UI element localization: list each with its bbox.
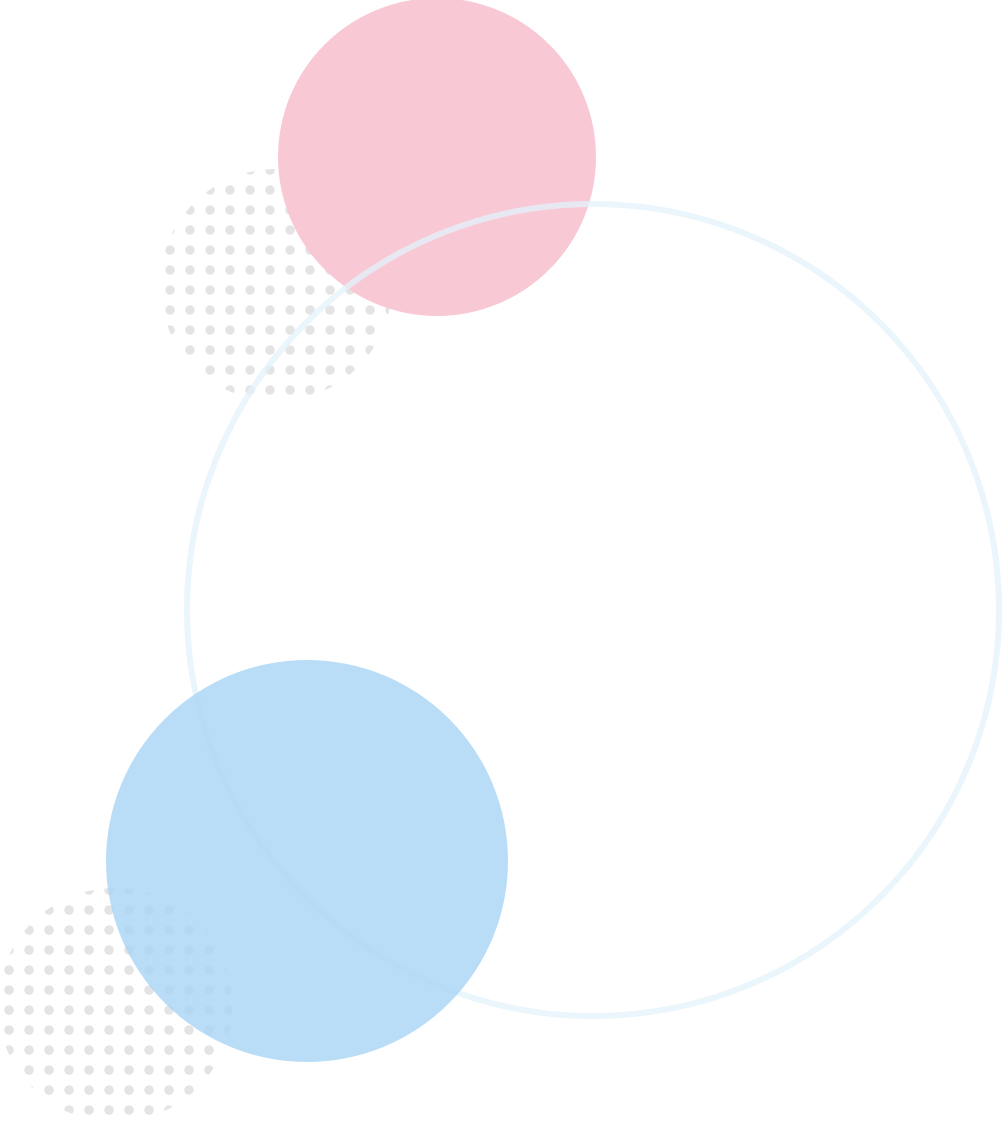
blue-circle (106, 660, 508, 1062)
outline-ring (184, 201, 1002, 1019)
pink-circle (278, 0, 596, 316)
